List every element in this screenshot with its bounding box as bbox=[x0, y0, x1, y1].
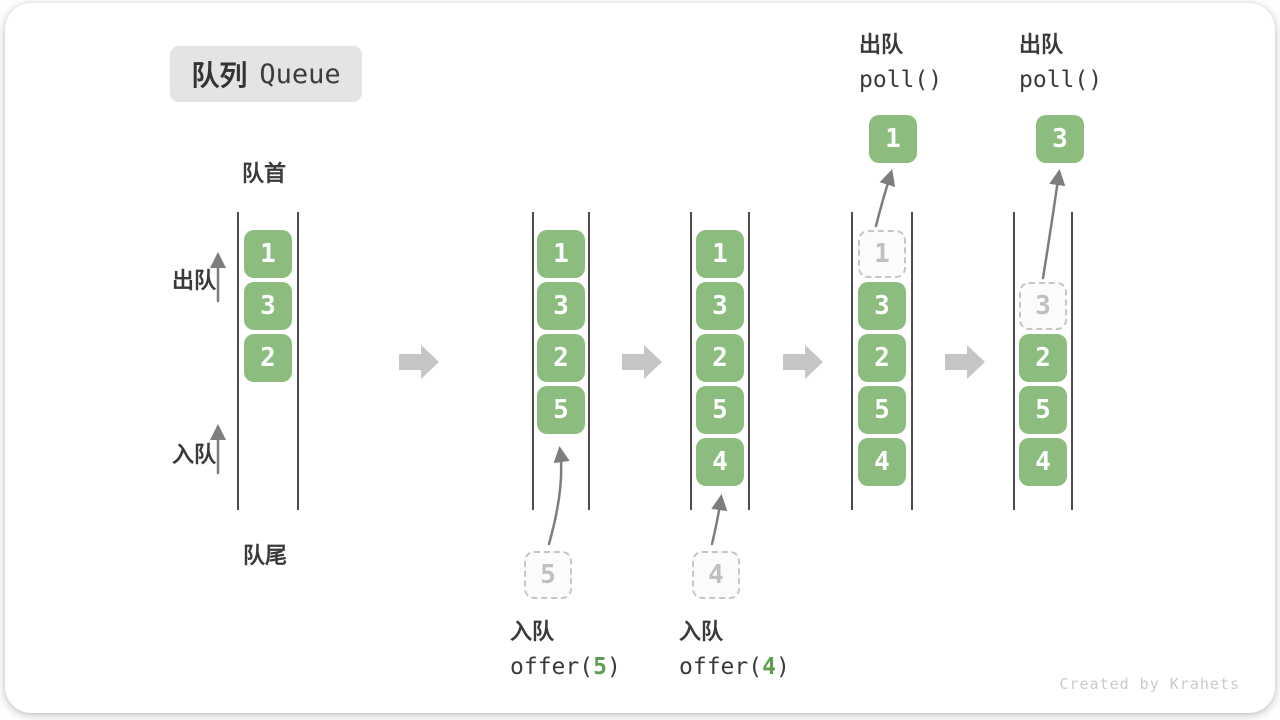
operation-code: offer(4) bbox=[679, 654, 790, 680]
operation-label-zh: 出队 bbox=[859, 32, 904, 57]
queue-element: 2 bbox=[244, 334, 292, 382]
queue-wall bbox=[851, 212, 853, 510]
removed-element: 3 bbox=[1019, 282, 1067, 330]
queue-wall bbox=[297, 212, 299, 510]
pending-element: 4 bbox=[692, 551, 740, 599]
polled-element: 1 bbox=[869, 115, 917, 163]
queue-state-2: 1 3 2 5 bbox=[532, 0, 590, 720]
queue-element: 1 bbox=[696, 230, 744, 278]
pending-element: 5 bbox=[524, 551, 572, 599]
queue-wall bbox=[690, 212, 692, 510]
queue-element: 1 bbox=[537, 230, 585, 278]
next-state-arrow-icon bbox=[399, 345, 439, 379]
queue-element: 2 bbox=[537, 334, 585, 382]
queue-element: 2 bbox=[696, 334, 744, 382]
dequeue-operation: 出队 poll() bbox=[1019, 30, 1102, 94]
queue-element: 2 bbox=[1019, 334, 1067, 382]
queue-element: 5 bbox=[858, 386, 906, 434]
removed-element: 1 bbox=[858, 230, 906, 278]
operation-code: poll() bbox=[859, 67, 943, 93]
next-state-arrow-icon bbox=[622, 345, 662, 379]
queue-element: 3 bbox=[244, 282, 292, 330]
queue-element: 5 bbox=[696, 386, 744, 434]
rear-label: 队尾 bbox=[243, 543, 288, 568]
queue-wall bbox=[911, 212, 913, 510]
queue-element: 3 bbox=[858, 282, 906, 330]
title-badge: 队列 Queue bbox=[170, 46, 362, 102]
queue-wall bbox=[1071, 212, 1073, 510]
queue-wall bbox=[588, 212, 590, 510]
queue-element: 1 bbox=[244, 230, 292, 278]
operation-code: poll() bbox=[1019, 67, 1103, 93]
queue-wall bbox=[748, 212, 750, 510]
enqueue-label: 入队 bbox=[172, 442, 217, 467]
queue-state-4: 1 3 2 5 4 bbox=[851, 0, 913, 720]
queue-element: 3 bbox=[696, 282, 744, 330]
dequeue-operation: 出队 poll() bbox=[859, 30, 942, 94]
polled-element: 3 bbox=[1036, 115, 1084, 163]
next-state-arrow-icon bbox=[945, 345, 985, 379]
queue-element: 4 bbox=[696, 438, 744, 486]
operation-label-zh: 入队 bbox=[510, 619, 555, 644]
queue-element: 4 bbox=[858, 438, 906, 486]
operation-arg: 5 bbox=[593, 654, 607, 680]
diagram-card: 队列 Queue 队首 队尾 出队 入队 1 3 2 1 3 2 5 5 入队 … bbox=[5, 3, 1275, 713]
queue-element: 4 bbox=[1019, 438, 1067, 486]
dequeue-label: 出队 bbox=[172, 268, 217, 293]
queue-element: 3 bbox=[537, 282, 585, 330]
enqueue-operation: 入队 offer(5) bbox=[510, 617, 621, 681]
queue-state-3: 1 3 2 5 4 bbox=[690, 0, 750, 720]
front-label: 队首 bbox=[242, 161, 287, 186]
operation-arg: 4 bbox=[762, 654, 776, 680]
watermark: Created by Krahets bbox=[1059, 675, 1240, 693]
operation-code: offer(5) bbox=[510, 654, 621, 680]
title-zh: 队列 bbox=[191, 60, 248, 91]
enqueue-operation: 入队 offer(4) bbox=[679, 617, 790, 681]
queue-element: 5 bbox=[1019, 386, 1067, 434]
queue-element: 5 bbox=[537, 386, 585, 434]
queue-wall bbox=[237, 212, 239, 510]
queue-element: 2 bbox=[858, 334, 906, 382]
title-en: Queue bbox=[259, 58, 341, 90]
queue-state-5: 3 2 5 4 bbox=[1013, 0, 1073, 720]
queue-wall bbox=[1013, 212, 1015, 510]
queue-wall bbox=[532, 212, 534, 510]
queue-state-1: 1 3 2 bbox=[237, 0, 299, 720]
operation-label-zh: 入队 bbox=[679, 619, 724, 644]
operation-label-zh: 出队 bbox=[1019, 32, 1064, 57]
next-state-arrow-icon bbox=[783, 345, 823, 379]
